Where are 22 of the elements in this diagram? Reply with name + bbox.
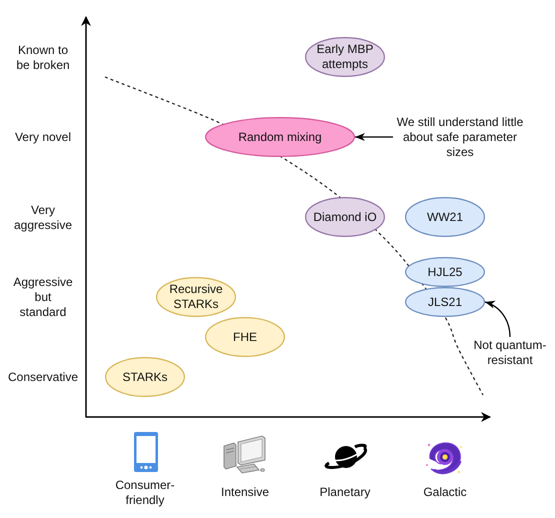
ellipse-node: WW21 [405, 197, 485, 237]
annotation-text: Not quantum-resistant [471, 337, 549, 368]
ellipse-node: FHE [205, 317, 285, 357]
axis-label: Very aggressive [12, 203, 74, 233]
axis-label: Intensive [220, 485, 270, 500]
arrow [355, 133, 393, 141]
ellipse-node: JLS21 [405, 287, 485, 317]
axis-label: Planetary [318, 485, 372, 500]
axis-label: Known to be broken [15, 43, 71, 73]
axis-label: Galactic [422, 485, 468, 500]
arrow [484, 301, 511, 338]
ellipse-node: Random mixing [205, 117, 355, 157]
axis-label: Very novel [14, 130, 72, 145]
ellipse-node: Recursive STARKs [156, 277, 236, 317]
ellipse-node: STARKs [105, 357, 185, 397]
ellipse-node: Diamond iO [305, 197, 385, 237]
annotation-text: We still understand little about safe parameter sizes [393, 114, 527, 160]
ellipse-node: Early MBP attempts [305, 37, 385, 77]
ellipse-node: HJL25 [405, 257, 485, 287]
axis-label: Aggressive but standard [12, 275, 74, 320]
axis-label: Consumer-friendly [114, 478, 176, 508]
axis-label: Conservative [6, 370, 80, 385]
